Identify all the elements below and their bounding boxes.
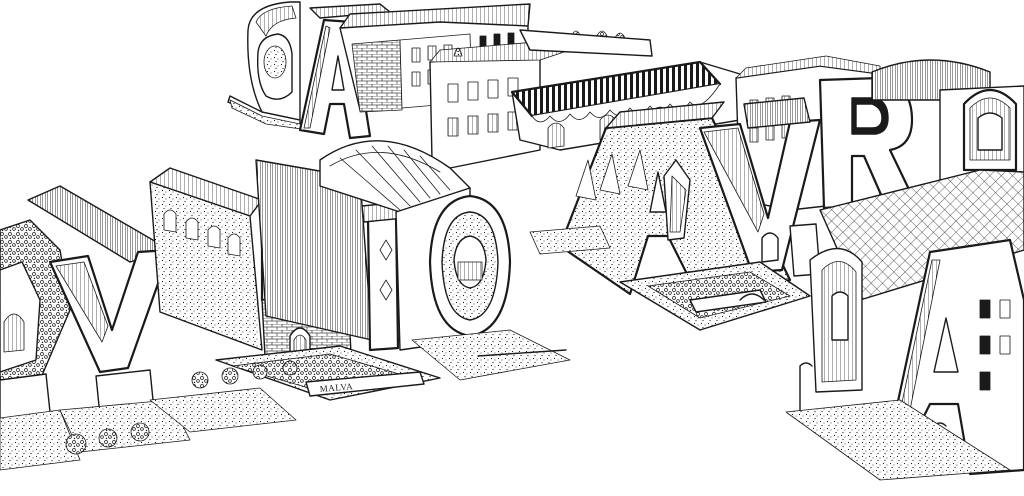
letter-c-building xyxy=(227,1,309,131)
front-striped-tower xyxy=(255,159,405,352)
letter-m-building-left xyxy=(0,219,81,471)
back-townhouse-row xyxy=(339,3,653,171)
letter-o-dome-building xyxy=(319,140,571,381)
center-garden-plot xyxy=(529,225,811,331)
garden-sign-text: MALVA xyxy=(319,381,353,394)
letter-a-building-right xyxy=(785,169,1024,481)
letter-v-building-left xyxy=(27,185,191,455)
front-garden-beds: MALVA xyxy=(149,345,441,433)
